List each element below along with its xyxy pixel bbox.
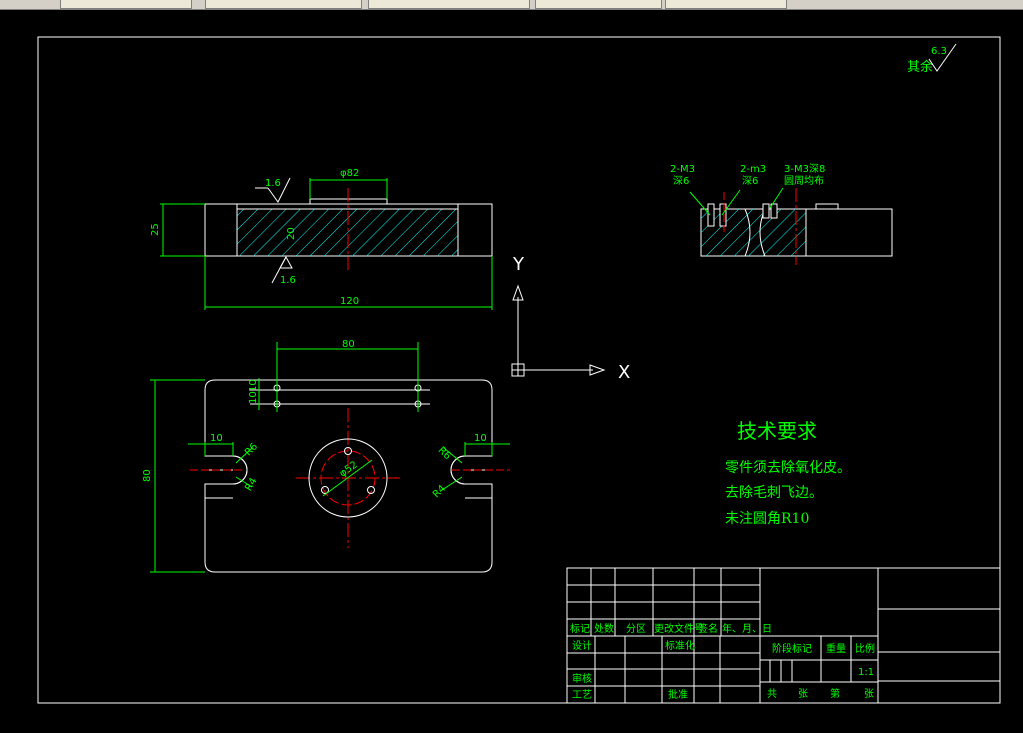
section-label1-line1: 2-M3: [670, 164, 695, 175]
section-label2-line2: 深6: [742, 175, 758, 187]
window-tab[interactable]: [368, 0, 530, 9]
dim-total-width: 120: [340, 296, 359, 307]
tech-req-title: 技术要求: [737, 419, 817, 443]
window-tab[interactable]: [205, 0, 362, 9]
dim-boss-dia: φ82: [340, 168, 359, 179]
tb-stage-mark: 阶段标记: [772, 642, 812, 655]
ucs-x-label: X: [618, 362, 630, 383]
title-block: [566, 567, 1001, 704]
tech-req-item: 零件须去除氧化皮。: [725, 460, 851, 476]
dim-left-small-a: 10: [248, 379, 259, 392]
right-section-view: 2-M3 深6 2-m3 深6 3-M3深8 圆周均布: [670, 163, 893, 265]
technical-requirements: 技术要求 零件须去除氧化皮。 去除毛刺飞边。 未注圆角R10: [725, 419, 851, 527]
front-section-view: φ82 25 20 1.6 1.6 120: [150, 168, 493, 310]
dim-r-left: R6: [243, 441, 260, 458]
tb-zone: 分区: [626, 623, 646, 635]
dim-r-right: R6: [436, 445, 453, 462]
tb-scale-value: 1:1: [858, 667, 874, 678]
tb-weight: 重量: [826, 642, 846, 655]
dim-r-left2: R4: [243, 476, 259, 493]
window-tab-strip: [0, 0, 1023, 10]
window-tab[interactable]: [665, 0, 787, 9]
tb-approve: 批准: [668, 688, 688, 701]
title-block-text: 标记 处数 分区 更改文件号 签名 年、月、日 设计 标准化 审核 工艺 批准 …: [570, 622, 875, 701]
finish-other-value: 6.3: [931, 46, 947, 57]
tb-scale: 比例: [855, 642, 875, 655]
tb-change-doc: 更改文件号: [654, 622, 704, 635]
tb-sign: 签名: [698, 622, 718, 635]
section-label1-line2: 深6: [673, 175, 689, 187]
top-plan-view: 80 10 10 80 φ52 10 10 R6 R4 R6 R4: [142, 339, 510, 573]
tb-mark: 标记: [570, 623, 590, 635]
finish-other-prefix: 其余: [907, 59, 933, 75]
tb-sheets1: 张: [798, 688, 808, 700]
tb-date: 年、月、日: [722, 622, 772, 635]
tech-req-item: 去除毛刺飞边。: [725, 485, 823, 501]
dim-front-inner-height: 20: [286, 227, 297, 240]
drawing-frame: [37, 36, 1001, 704]
tb-page: 第: [830, 687, 840, 700]
surface-finish-note: 其余 6.3: [907, 43, 957, 75]
ucs-icon: Y X: [511, 254, 630, 383]
cad-drawing-canvas[interactable]: 其余 6.3 φ82 25 20 1.6 1.6 120: [0, 10, 1023, 733]
tb-standardize: 标准化: [665, 639, 695, 652]
window-tab[interactable]: [535, 0, 662, 9]
tb-sheets2: 张: [864, 688, 874, 700]
dim-r-right2: R4: [431, 483, 448, 500]
dim-plan-height: 80: [142, 469, 153, 482]
tech-req-item: 未注圆角R10: [725, 511, 809, 527]
section-label2-line1: 2-m3: [740, 164, 766, 175]
dim-top-hole-spacing: 80: [342, 339, 355, 350]
tb-total: 共: [767, 688, 777, 700]
dim-slot-right: 10: [474, 433, 487, 444]
dim-left-small-b: 10: [248, 391, 259, 404]
section-label3-line2: 圆周均布: [784, 175, 824, 187]
tb-review: 审核: [572, 672, 592, 685]
tb-design: 设计: [572, 639, 592, 652]
finish-top-value: 1.6: [265, 178, 281, 189]
roughness-symbol-icon: [928, 43, 957, 72]
tb-process: 工艺: [572, 689, 592, 701]
dim-front-height: 25: [150, 223, 161, 236]
tb-count: 处数: [594, 622, 614, 635]
section-label3-line1: 3-M3深8: [784, 163, 825, 175]
ucs-y-label: Y: [512, 254, 525, 275]
finish-bottom-value: 1.6: [280, 275, 296, 286]
dim-slot-left: 10: [210, 433, 223, 444]
window-tab[interactable]: [60, 0, 192, 9]
